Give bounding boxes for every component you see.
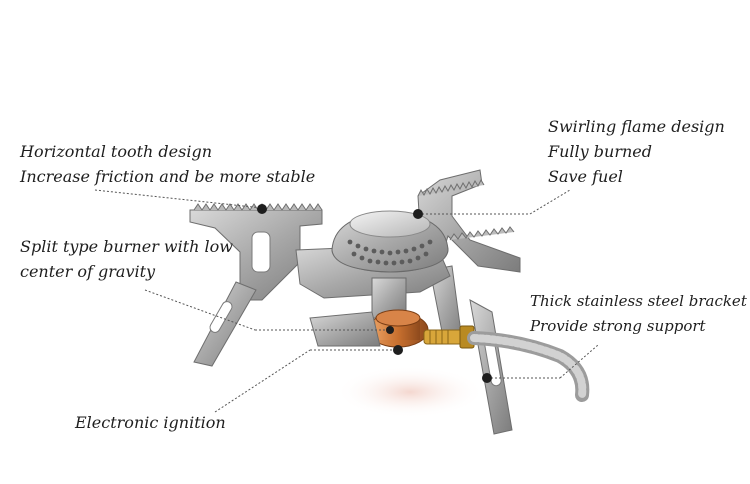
callout-tooth-line-1: Horizontal tooth design (20, 142, 212, 161)
callout-bracket-line-2: Provide strong support (530, 317, 706, 335)
base-plate (309, 311, 381, 347)
callout-ignition: Electronic ignition (75, 410, 226, 435)
callout-flame: Swirling flame design Fully burned Save … (548, 114, 725, 189)
burner-head (331, 210, 449, 273)
left-support-arm (189, 203, 323, 367)
callout-ignition-line-1: Electronic ignition (75, 413, 226, 432)
callout-burner: Split type burner with low center of gra… (20, 234, 233, 284)
callout-flame-line-2: Fully burned (548, 142, 652, 161)
callout-tooth-line-2: Increase friction and be more stable (20, 167, 316, 186)
callout-flame-line-1: Swirling flame design (548, 117, 725, 136)
leader-lines (94, 189, 599, 413)
callout-bracket-line-1: Thick stainless steel bracket (530, 292, 747, 310)
callout-burner-line-2: center of gravity (20, 262, 156, 281)
floor-reflection (335, 366, 485, 418)
callout-bracket: Thick stainless steel bracket Provide st… (530, 289, 747, 339)
callout-dots (257, 204, 492, 383)
callout-flame-line-3: Save fuel (548, 167, 623, 186)
callout-burner-line-1: Split type burner with low (20, 237, 233, 256)
callout-tooth: Horizontal tooth design Increase frictio… (20, 139, 315, 189)
